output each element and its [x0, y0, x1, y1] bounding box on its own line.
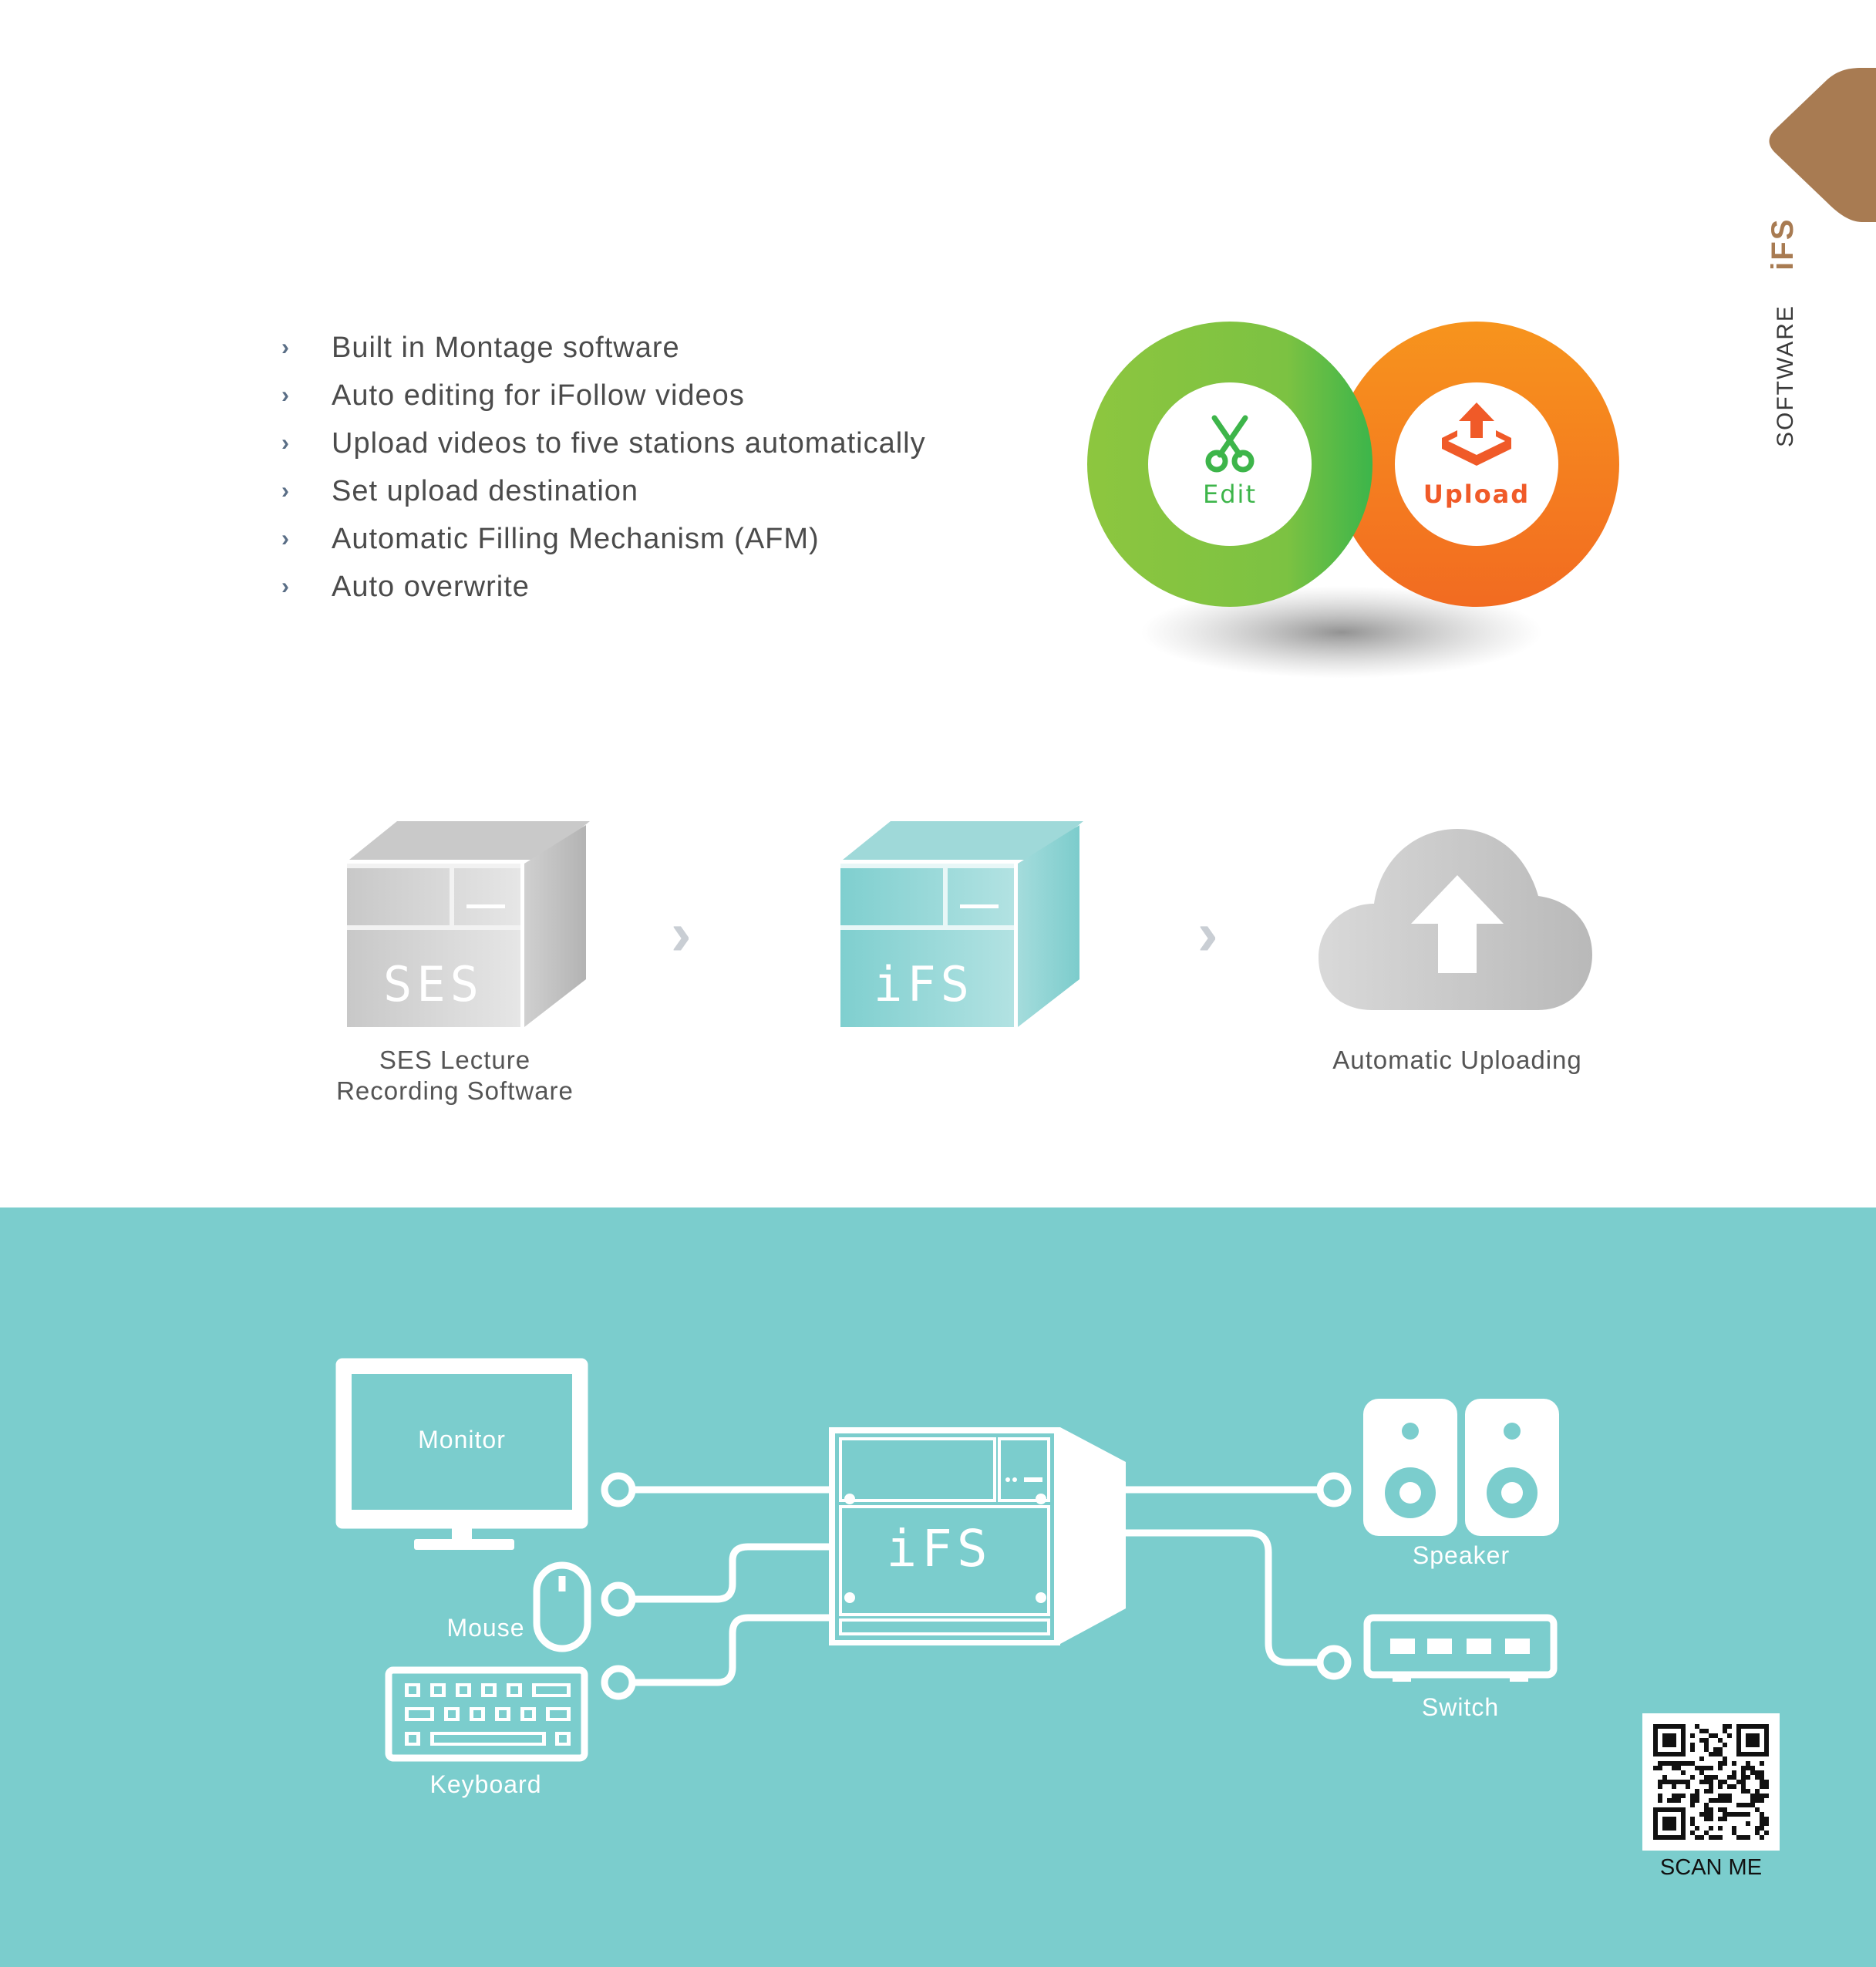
speaker-icon [1363, 1399, 1559, 1536]
monitor-label: Monitor [418, 1426, 506, 1453]
connection-lines: iFS [335, 1358, 1559, 1762]
upload-label: Upload [1423, 480, 1530, 509]
upload-tray-icon [1442, 402, 1511, 466]
flow-arrow: › [1197, 899, 1218, 968]
connection-diagram: iFS Monitor Mouse Keyboard Speaker Switc… [0, 1207, 1876, 1967]
mouse-label: Mouse [446, 1614, 525, 1642]
ses-caption: SES Lecture Recording Software [336, 1046, 574, 1105]
scissors-icon [1205, 415, 1255, 473]
chevron-right-icon: › [281, 574, 290, 599]
section-label: SOFTWARE iFS [1766, 218, 1858, 447]
feature-item: ›Automatic Filling Mechanism (AFM) [281, 522, 820, 555]
switch-icon [1363, 1614, 1558, 1679]
chevron-right-icon: › [281, 526, 290, 551]
svg-text:iFS: iFS [886, 1519, 992, 1578]
feature-item: ›Set upload destination [281, 474, 639, 507]
chevron-right-icon: › [281, 335, 290, 360]
switch-label: Switch [1421, 1693, 1500, 1721]
cloud-upload-icon [1319, 829, 1592, 1010]
ifs-device-icon: iFS [829, 1427, 1126, 1645]
section-tab-marker [1769, 68, 1876, 222]
edit-label: Edit [1203, 480, 1257, 509]
feature-item: ›Auto editing for iFollow videos [281, 379, 745, 412]
flow-arrow: › [671, 899, 692, 968]
section-category: SOFTWARE [1773, 305, 1798, 447]
upload-caption: Automatic Uploading [1332, 1046, 1582, 1074]
feature-item: ›Upload videos to five stations automati… [281, 426, 926, 460]
ses-server-box: SES [347, 821, 590, 1027]
qr-caption: SCAN ME [1659, 1855, 1763, 1880]
chevron-right-icon: › [281, 478, 290, 504]
keyboard-label: Keyboard [429, 1770, 542, 1798]
chevron-right-icon: › [281, 382, 290, 408]
ifs-box-text: iFS [874, 956, 974, 1012]
qr-code[interactable] [1642, 1713, 1780, 1851]
chevron-right-icon: › [281, 430, 290, 456]
qr-code-icon [1653, 1724, 1769, 1840]
speaker-label: Speaker [1412, 1541, 1511, 1569]
ifs-server-box: iFS [840, 821, 1083, 1027]
ses-box-text: SES [383, 956, 483, 1012]
mouse-icon [533, 1561, 591, 1652]
feature-list: ›Built in Montage software ›Auto editing… [281, 324, 926, 611]
feature-item: ›Auto overwrite [281, 570, 530, 603]
keyboard-icon [385, 1666, 588, 1762]
section-product: iFS [1766, 217, 1800, 271]
edit-upload-rings: Edit Upload [1087, 322, 1619, 679]
feature-item: ›Built in Montage software [281, 331, 680, 364]
